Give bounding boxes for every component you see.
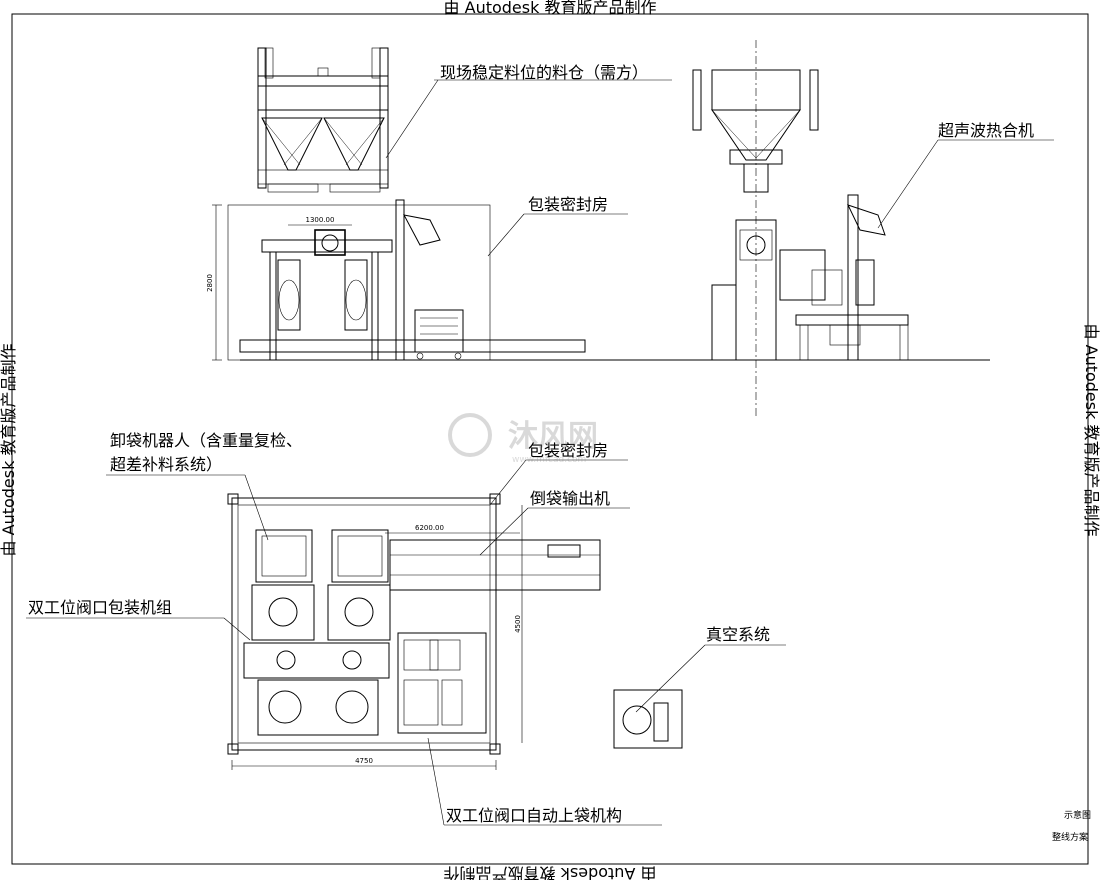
dim-2800: 2800: [206, 274, 214, 292]
site-logo: 沐风网 www.mfcad.com: [448, 413, 598, 465]
watermark-right: 由 Autodesk 教育版产品制作: [1082, 324, 1100, 537]
watermark-top: 由 Autodesk 教育版产品制作: [444, 0, 657, 17]
label-ultrasonic-sealer: 超声波热合机: [938, 121, 1034, 140]
front-elevation: 2800 1300.00: [206, 47, 990, 361]
watermark-bottom: 由 Autodesk 教育版产品制作: [444, 864, 657, 880]
label-auto-bagging: 双工位阀口自动上袋机构: [446, 806, 622, 825]
drawing-frame: [11, 13, 1089, 865]
leader-lines: [26, 79, 1054, 826]
label-unloading-robot-line2: 超差补料系统）: [110, 455, 222, 474]
label-dual-packer: 双工位阀口包装机组: [28, 598, 172, 617]
plan-view: 6200.00 4500 4750: [227, 493, 683, 770]
title-block-line2: 整线方案: [1052, 831, 1088, 843]
label-unloading-robot-line1: 卸袋机器人（含重量复检、: [110, 431, 302, 450]
dim-6200: 6200.00: [415, 524, 444, 532]
side-elevation: [692, 40, 909, 418]
label-sealed-room-plan: 包装密封房: [528, 441, 608, 460]
label-hopper: 现场稳定料位的料仓（需方）: [440, 63, 648, 82]
dim-4750: 4750: [355, 757, 373, 765]
label-sealed-room-elevation: 包装密封房: [528, 195, 608, 214]
dim-1300: 1300.00: [306, 216, 335, 224]
site-logo-text: 沐风网: [508, 419, 598, 454]
site-logo-sub: www.mfcad.com: [512, 455, 586, 465]
dim-4500: 4500: [514, 615, 522, 633]
title-block-line1: 示意图: [1064, 809, 1091, 821]
label-vacuum: 真空系统: [706, 625, 770, 644]
watermark-left: 由 Autodesk 教育版产品制作: [0, 344, 18, 557]
label-bag-output: 倒袋输出机: [530, 489, 610, 508]
